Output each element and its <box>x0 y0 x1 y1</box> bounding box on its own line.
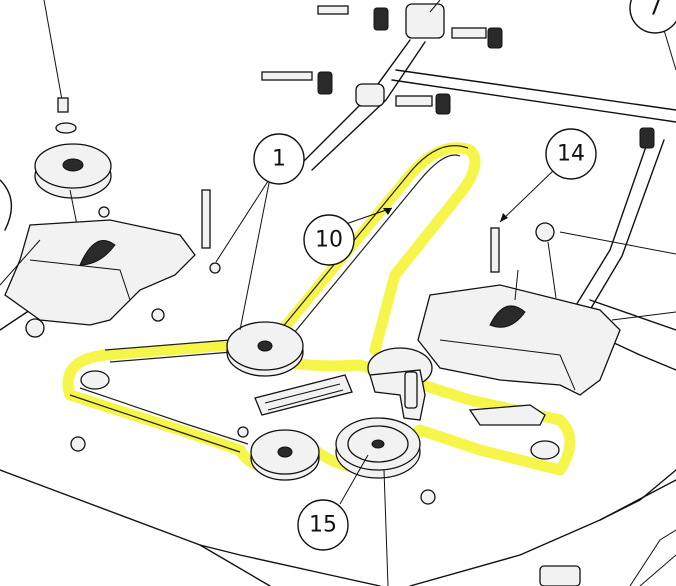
right-spindle-cover <box>417 241 621 396</box>
callout-1-label: 1 <box>272 147 286 172</box>
idler-assembly <box>254 369 546 426</box>
callout-1: 1 <box>253 133 305 185</box>
callout-14: 14 <box>545 128 597 180</box>
callout-15-label: 15 <box>309 513 337 538</box>
callout-10: 10 <box>303 214 355 266</box>
callout-14-label: 14 <box>557 142 585 167</box>
pulleys <box>80 321 560 586</box>
left-spindle-cover <box>0 179 196 326</box>
hardware <box>25 189 581 586</box>
callout-7-label: 7 <box>648 0 662 21</box>
lift-linkage <box>261 0 676 321</box>
callout-7: 7 <box>629 0 676 34</box>
callout-15: 15 <box>297 499 349 551</box>
callout-10-label: 10 <box>315 228 343 253</box>
leader-lines <box>215 167 676 505</box>
left-spindle-top <box>34 0 112 231</box>
